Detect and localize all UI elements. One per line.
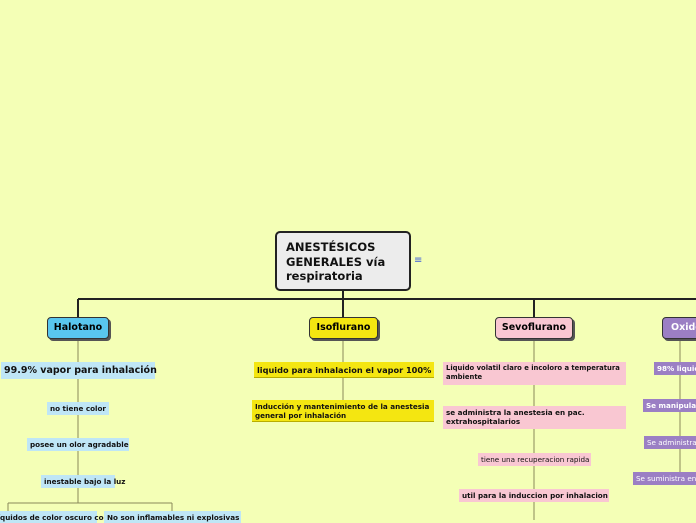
- topic-label: Isoflurano: [316, 322, 371, 333]
- subtopic[interactable]: tiene una recuperacion rapida: [478, 453, 591, 466]
- topic-oxido[interactable]: Oxido: [662, 317, 696, 339]
- notes-icon[interactable]: ≡: [414, 255, 423, 266]
- topic-label: Halotano: [53, 322, 103, 333]
- subtopic[interactable]: Liquido volatil claro e incoloro a tempe…: [443, 362, 626, 385]
- subtopic[interactable]: no tiene color: [47, 402, 109, 415]
- topic-label: Sevoflurano: [501, 322, 567, 333]
- subtopic[interactable]: posee un olor agradable: [27, 438, 129, 451]
- subtopic[interactable]: 98% liquido: [654, 362, 696, 375]
- subtopic[interactable]: inestable bajo la luz: [41, 475, 125, 488]
- subtopic[interactable]: Se administra: [644, 436, 696, 449]
- root-title: ANESTÉSICOS GENERALES vía respiratoria: [286, 240, 386, 283]
- subtopic[interactable]: Inducción y mantenimiento de la anestesi…: [252, 400, 434, 422]
- subtopic[interactable]: 99.9% vapor para inhalación: [1, 362, 157, 379]
- subtopic[interactable]: Se suministra en: [633, 472, 696, 485]
- subtopic[interactable]: No son inflamables ni explosivas: [104, 511, 241, 523]
- subtopic[interactable]: util para la induccion por inhalacion: [459, 489, 609, 502]
- topic-label: Oxido: [671, 322, 696, 333]
- subtopic[interactable]: liquido para inhalacion el vapor 100%: [254, 362, 434, 378]
- root-topic[interactable]: ANESTÉSICOS GENERALES vía respiratoria: [275, 231, 411, 291]
- topic-isoflurano[interactable]: Isoflurano: [309, 317, 378, 339]
- topic-sevoflurano[interactable]: Sevoflurano: [495, 317, 573, 339]
- subtopic[interactable]: se administra la anestesia en pac. extra…: [443, 406, 626, 429]
- subtopic[interactable]: Se manipula: [643, 399, 696, 412]
- subtopic[interactable]: Líquidos de color oscuro con: [0, 511, 109, 523]
- topic-halotano[interactable]: Halotano: [47, 317, 109, 339]
